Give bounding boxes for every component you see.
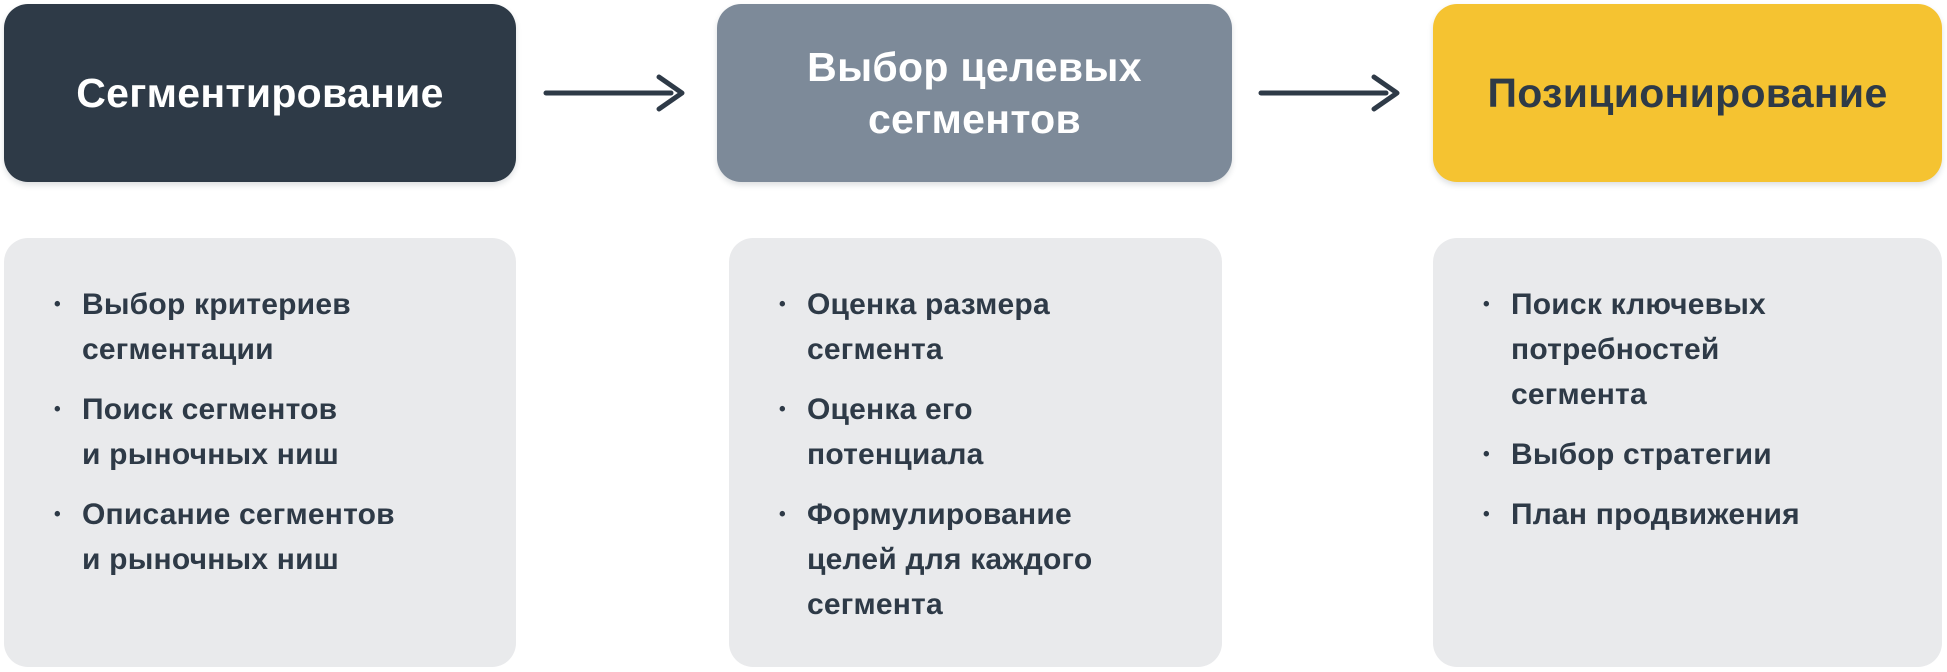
arrow-right-icon: [1258, 74, 1400, 112]
stage-header-target-selection: Выбор целевых сегментов: [717, 4, 1232, 182]
list-item-text: Поиск сегментов и рыночных ниш: [82, 393, 339, 471]
bullet-icon: •: [1483, 504, 1490, 525]
bullet-icon: •: [779, 294, 786, 315]
bullet-icon: •: [1483, 294, 1490, 315]
stage-title: Позиционирование: [1487, 70, 1888, 116]
list-item-text: План продвижения: [1511, 498, 1800, 531]
item-list: • Поиск ключевых потребностей сегмента •…: [1433, 282, 1914, 537]
stage-target-selection: Выбор целевых сегментов • Оценка размера…: [717, 4, 1232, 667]
list-item: • Формулирование целей для каждого сегме…: [729, 492, 1194, 627]
list-item: • Поиск сегментов и рыночных ниш: [4, 387, 488, 477]
list-item-text: Оценка размера сегмента: [807, 288, 1050, 366]
bullet-icon: •: [54, 504, 61, 525]
stage-title: Выбор целевых сегментов: [807, 44, 1142, 142]
stage-segmentation: Сегментирование • Выбор критериев сегмен…: [4, 4, 516, 667]
bullet-icon: •: [779, 399, 786, 420]
bullet-icon: •: [54, 399, 61, 420]
list-item-text: Оценка его потенциала: [807, 393, 984, 471]
stage-card-target-selection: • Оценка размера сегмента • Оценка его п…: [729, 238, 1222, 667]
list-item-text: Поиск ключевых потребностей сегмента: [1511, 288, 1766, 411]
list-item-text: Выбор критериев сегментации: [82, 288, 351, 366]
list-item-text: Формулирование целей для каждого сегмент…: [807, 498, 1093, 621]
bullet-icon: •: [779, 504, 786, 525]
stage-card-segmentation: • Выбор критериев сегментации • Поиск се…: [4, 238, 516, 667]
bullet-icon: •: [1483, 444, 1490, 465]
item-list: • Оценка размера сегмента • Оценка его п…: [729, 282, 1194, 627]
stage-positioning: Позиционирование • Поиск ключевых потреб…: [1433, 4, 1942, 667]
list-item: • Оценка размера сегмента: [729, 282, 1194, 372]
item-list: • Выбор критериев сегментации • Поиск се…: [4, 282, 488, 582]
list-item-text: Выбор стратегии: [1511, 438, 1772, 471]
list-item: • План продвижения: [1433, 492, 1914, 537]
list-item: • Выбор стратегии: [1433, 432, 1914, 477]
list-item-text: Описание сегментов и рыночных ниш: [82, 498, 395, 576]
bullet-icon: •: [54, 294, 61, 315]
list-item: • Описание сегментов и рыночных ниш: [4, 492, 488, 582]
list-item: • Поиск ключевых потребностей сегмента: [1433, 282, 1914, 417]
stage-header-positioning: Позиционирование: [1433, 4, 1942, 182]
list-item: • Выбор критериев сегментации: [4, 282, 488, 372]
stage-card-positioning: • Поиск ключевых потребностей сегмента •…: [1433, 238, 1942, 667]
stage-title: Сегментирование: [76, 70, 444, 116]
arrow-right-icon: [543, 74, 685, 112]
list-item: • Оценка его потенциала: [729, 387, 1194, 477]
stage-header-segmentation: Сегментирование: [4, 4, 516, 182]
